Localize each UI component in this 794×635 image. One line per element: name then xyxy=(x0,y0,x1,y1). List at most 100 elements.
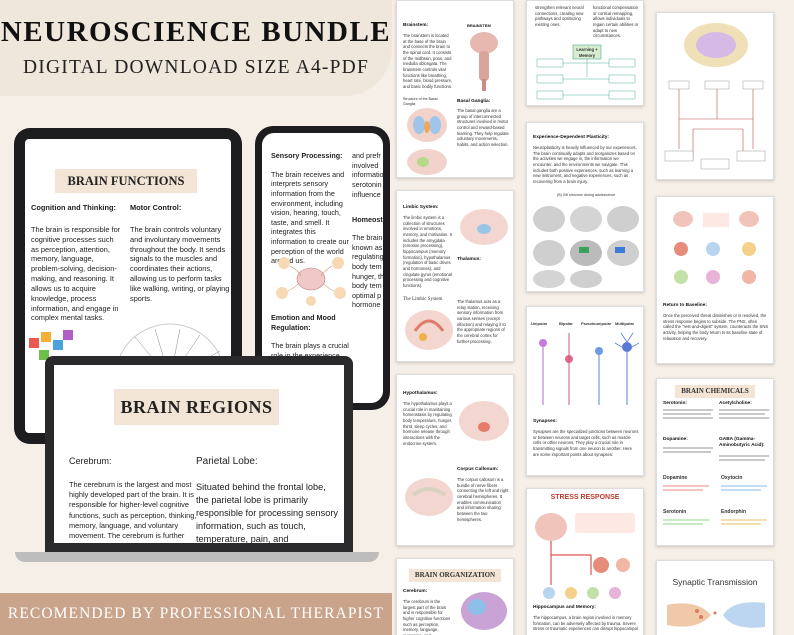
thumb-brain-chemicals: BRAIN CHEMICALS Serotonin: Acetylcholine… xyxy=(656,378,774,546)
org-label: Cerebrum: xyxy=(403,589,428,594)
chem-acetylcholine: Acetylcholine: xyxy=(719,401,752,406)
page-title: NEUROSCIENCE BUNDLE xyxy=(0,16,392,48)
limbic-illustration xyxy=(405,310,453,350)
synapse-illustration xyxy=(667,602,765,628)
chem-lower-dopamine: Dopamine xyxy=(663,475,688,481)
brain-regions-heading: BRAIN REGIONS xyxy=(114,389,279,425)
thumb-hypothalamus: Hypothalamus: The hypothalamus plays a c… xyxy=(396,374,514,546)
brainstem-label: Brainstem: xyxy=(403,23,429,28)
title-panel: NEUROSCIENCE BUNDLE DIGITAL DOWNLOAD SIZ… xyxy=(0,0,392,96)
hypo-label: Hypothalamus: xyxy=(403,391,438,396)
brain-organization-illustration xyxy=(461,592,507,630)
body-illustrations xyxy=(673,211,759,284)
basal-ganglia-illustration-2 xyxy=(407,149,447,175)
chem-serotonin: Serotonin: xyxy=(663,401,687,406)
thumb-stress-response: STRESS RESPONSE Hippocampus and Memory: … xyxy=(526,488,644,635)
stress-response-diagram xyxy=(535,513,635,599)
corpus-illustration xyxy=(405,478,453,516)
hippo-text: The hippocampus, a brain region involved… xyxy=(533,615,638,632)
hypo-text: The hypothalamus plays a crucial role in… xyxy=(403,401,453,446)
neuron-label-unipolar: Unipolar xyxy=(531,321,548,326)
chem-gaba: GABA (Gamma-Aminobutyric Acid): xyxy=(719,437,765,449)
thumb-nervous-system-chart xyxy=(656,12,774,180)
homeostasis-title: Homeost xyxy=(352,215,383,224)
thumb-learning: strengthen relevant neural connections, … xyxy=(526,0,644,106)
org-head: BRAIN ORGANIZATION xyxy=(397,569,513,583)
org-text: The cerebrum is the largest part of the … xyxy=(403,599,451,635)
laptop-base xyxy=(15,552,379,562)
sensory-section: Sensory Processing: The brain receives a… xyxy=(271,151,351,266)
neuron-label-multipolar: Multipolar xyxy=(615,321,635,326)
corpus-text: The corpus callosum is a bundle of nerve… xyxy=(457,477,509,522)
parietal-text: Situated behind the frontal lobe, the pa… xyxy=(196,482,338,543)
synapse-label: Synapses: xyxy=(533,419,557,424)
learning-center-label: Learning + Memory xyxy=(576,47,598,58)
cerebrum-title: Cerebrum: xyxy=(69,456,112,466)
exp-label: Experience-Dependent Plasticity: xyxy=(533,135,609,140)
synaptic-head: Synaptic Transmission xyxy=(672,577,758,587)
stress-head: STRESS RESPONSE xyxy=(550,494,620,501)
motor-title: Motor Control: xyxy=(130,203,182,212)
cognition-text: The brain is responsible for cognitive p… xyxy=(31,224,121,323)
page-subtitle: DIGITAL DOWNLOAD SIZE A4-PDF xyxy=(23,57,369,78)
chem-lower-oxytocin: Oxytocin xyxy=(721,475,743,481)
homeostasis-section: Homeost xyxy=(352,215,383,225)
cerebrum-section: Cerebrum: The cerebrum is the largest an… xyxy=(69,455,199,543)
synapse-text: Synapses are the specialized junctions b… xyxy=(533,429,639,457)
thumb-limbic: Limbic System: The limbic system is a co… xyxy=(396,190,514,362)
learning-memory-diagram xyxy=(536,44,636,100)
limbic-label: Limbic System: xyxy=(403,205,439,210)
thumb-neuron-types: Unipolar Bipolar Pseudounipolar Multipol… xyxy=(526,306,644,476)
thalamus-illustration xyxy=(460,209,508,245)
limbic-caption: The Limbic System xyxy=(403,297,443,302)
learning-right-text: functional compensation or cortical rema… xyxy=(593,5,639,39)
chem-dopamine: Dopamine: xyxy=(663,437,688,442)
neuron-types-illustration xyxy=(539,332,640,405)
brain-functions-heading: BRAIN FUNCTIONS xyxy=(55,169,197,193)
footer-text: RECOMENDED BY PROFESSIONAL THERAPIST xyxy=(7,605,385,622)
motor-section: Motor Control: The brain controls volunt… xyxy=(130,203,230,304)
cognition-section: Cognition and Thinking: The brain is res… xyxy=(31,203,121,323)
thumb-brain-organization: BRAIN ORGANIZATION Cerebrum: The cerebru… xyxy=(396,558,514,635)
nervous-system-flowchart xyxy=(664,23,766,170)
chem-lower-endorphin: Endorphin xyxy=(721,509,746,515)
puzzle-icon xyxy=(29,330,73,360)
brain-regions-heading-text: BRAIN REGIONS xyxy=(120,396,273,417)
return-label: Return to Baseline: xyxy=(663,303,707,308)
thumb-return-baseline: Return to Baseline: Once the perceived t… xyxy=(656,196,774,364)
senses-illustration xyxy=(276,257,346,306)
thalamus-text: The thalamus acts as a relay station, re… xyxy=(457,299,506,344)
chem-lower-serotonin: Serotonin xyxy=(663,509,687,515)
phone-right-top-text: and prefr involved information serotonin… xyxy=(352,151,383,199)
cognition-title: Cognition and Thinking: xyxy=(31,203,116,212)
return-text: Once the perceived threat diminishes or … xyxy=(663,313,769,341)
brain-scan-grid xyxy=(533,206,639,288)
neuron-label-bipolar: Bipolar xyxy=(559,321,573,326)
brainstem-text: The brainstem is located at the base of … xyxy=(403,33,453,90)
motor-text: The brain controls voluntary and involun… xyxy=(130,224,230,303)
laptop-mockup: BRAIN REGIONS Cerebrum: The cerebrum is … xyxy=(45,356,353,552)
neuron-label-pseudounipolar: Pseudounipolar xyxy=(581,321,612,326)
tablet-mockup: BRAIN FUNCTIONS Cognition and Thinking: … xyxy=(14,128,242,444)
tablet-screen: BRAIN FUNCTIONS Cognition and Thinking: … xyxy=(25,139,231,433)
hippo-label: Hippocampus and Memory: xyxy=(533,605,596,610)
hypothalamus-illustration xyxy=(459,401,509,441)
cerebrum-text: The cerebrum is the largest and most hig… xyxy=(69,479,197,543)
homeostasis-text: The brain known as regulating body tem h… xyxy=(352,233,383,310)
basal-ganglia-illustration xyxy=(407,108,447,142)
thumb-brainstem: Brainstem: The brainstem is located at t… xyxy=(396,0,514,178)
brain-functions-heading-text: BRAIN FUNCTIONS xyxy=(67,173,185,188)
limbic-text: The limbic system is a collection of str… xyxy=(403,215,453,289)
thumb-synaptic-transmission: Synaptic Transmission xyxy=(656,560,774,635)
dti-caption: (B) Gill structure during adolescence xyxy=(557,193,616,197)
parietal-title: Parietal Lobe: xyxy=(196,456,258,467)
brainstem-illustration xyxy=(470,32,498,91)
laptop-screen: BRAIN REGIONS Cerebrum: The cerebrum is … xyxy=(54,365,344,543)
footer-banner: RECOMENDED BY PROFESSIONAL THERAPIST xyxy=(0,593,392,635)
exp-text: Neuroplasticity is heavily influenced by… xyxy=(533,145,637,185)
thalamus-label: Thalamus: xyxy=(457,257,481,262)
emotion-title: Emotion and Mood Regulation: xyxy=(271,313,336,332)
learning-top-text: strengthen relevant neural connections, … xyxy=(535,5,584,28)
sensory-title: Sensory Processing: xyxy=(271,151,343,160)
basal-text: The basal ganglia are a group of interco… xyxy=(457,108,509,148)
